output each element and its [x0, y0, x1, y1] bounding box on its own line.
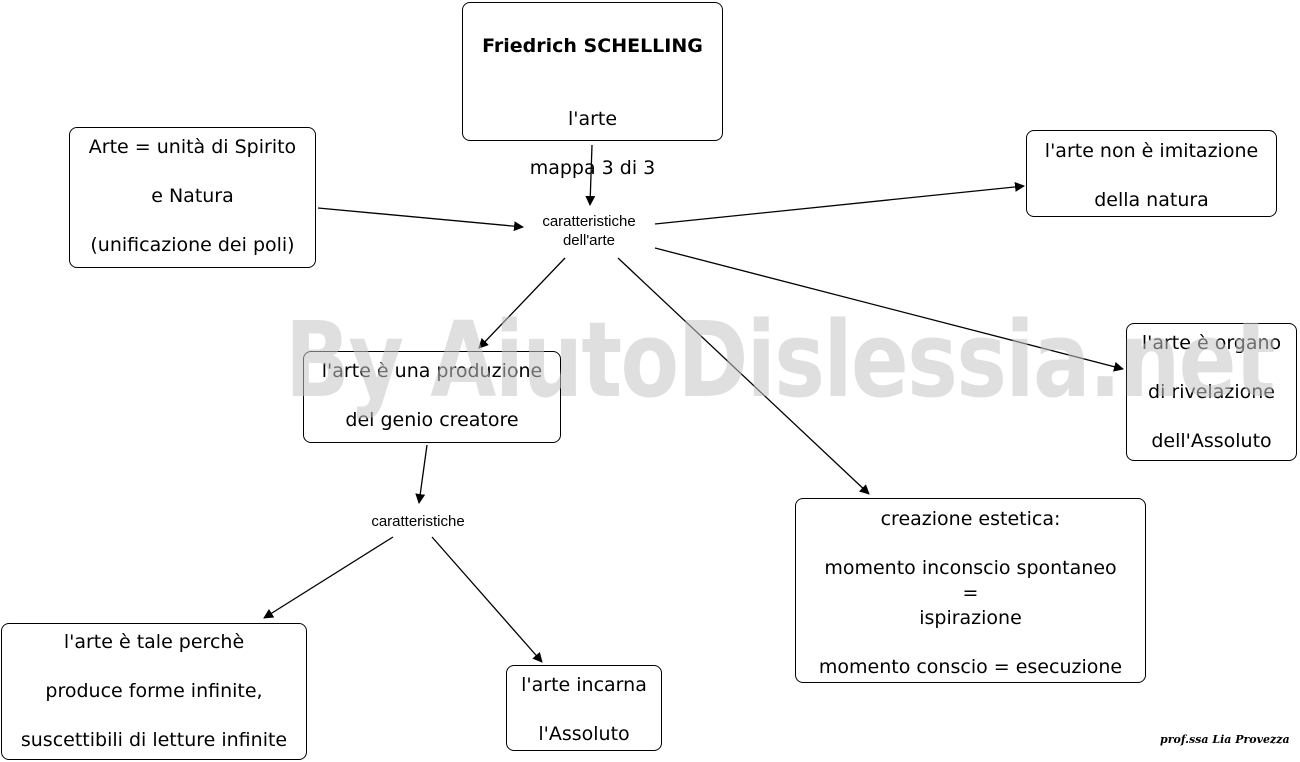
arrow-caratteristiche-to-creazione: [617, 257, 870, 495]
node-incarna: l'arte incarna l'Assoluto: [506, 665, 662, 751]
node-arte-unita: Arte = unità di Spirito e Natura (unific…: [69, 127, 316, 268]
label-caratteristiche-arte: caratteristiche dell'arte: [526, 212, 652, 250]
node-tale-perche: l'arte è tale perchè produce forme infin…: [1, 623, 307, 760]
arrow-caratteristiche-to-non-imitazione: [654, 181, 1025, 225]
author-signature: prof.ssa Lia Provezza: [1160, 733, 1290, 746]
line-arte-unita-to-caratteristiche: [317, 207, 524, 232]
arrow-caratteristiche-to-organo: [654, 247, 1124, 372]
arrow-title-to-caratteristiche: [585, 144, 596, 206]
arrow-caratteristiche-to-produzione: [478, 257, 566, 349]
node-non-imitazione: l'arte non è imitazione della natura: [1026, 130, 1277, 217]
label-caratteristiche: caratteristiche: [354, 512, 482, 531]
node-title-subtitle: l'arte mappa 3 di 3: [529, 108, 656, 179]
arrow-produzione-to-caratteristiche: [415, 444, 428, 504]
node-creazione: creazione estetica: momento inconscio sp…: [795, 498, 1146, 683]
node-title-heading: Friedrich SCHELLING: [482, 34, 703, 57]
node-title: Friedrich SCHELLING l'arte mappa 3 di 3: [462, 2, 723, 177]
arrow-caratteristiche-to-tale-perche: [263, 536, 394, 619]
node-produzione: l'arte è una produzione del genio creato…: [303, 351, 561, 443]
arrow-caratteristiche-to-incarna: [431, 536, 543, 663]
node-organo: l'arte è organo di rivelazione dell'Asso…: [1126, 323, 1297, 461]
